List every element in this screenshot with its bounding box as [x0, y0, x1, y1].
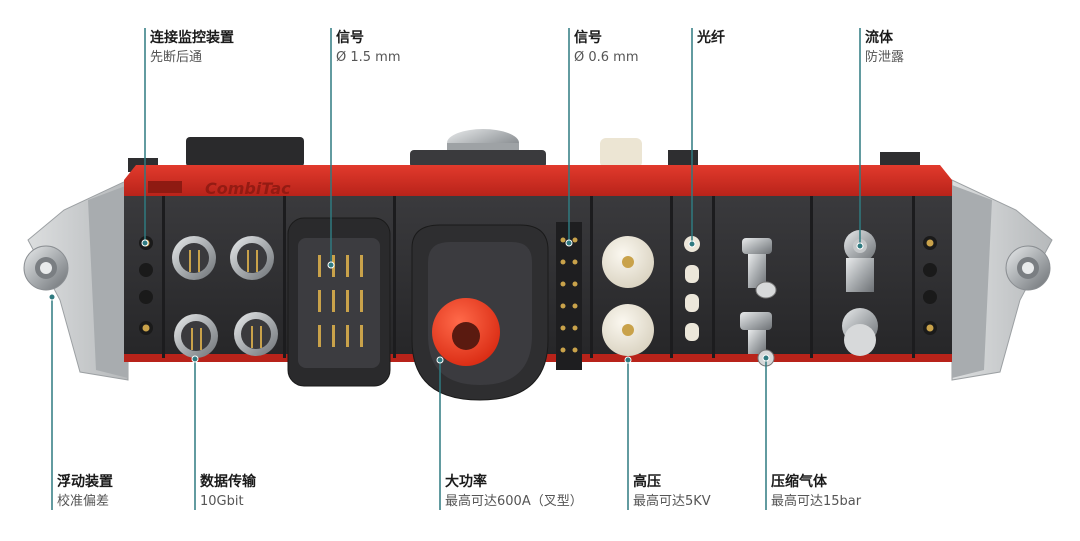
- callout-power: 大功率 最高可达600A（叉型）: [445, 472, 583, 512]
- signal-06-strip: [556, 222, 582, 370]
- callout-title: 连接监控装置: [150, 30, 234, 46]
- power-module: [411, 224, 549, 401]
- callout-subtitle: 防泄露: [865, 50, 905, 65]
- callout-subtitle: 最高可达5KV: [633, 494, 711, 509]
- monitor-pins-right: [923, 236, 937, 335]
- callout-title: 浮动装置: [57, 474, 113, 490]
- callout-title: 压缩气体: [771, 474, 827, 490]
- high-voltage-contacts: [602, 236, 654, 356]
- callout-subtitle: 最高可达600A（叉型）: [445, 494, 583, 509]
- callout-subtitle: 10Gbit: [200, 494, 244, 509]
- callout-floating: 浮动装置 校准偏差: [57, 472, 113, 512]
- callout-hv: 高压 最高可达5KV: [633, 472, 711, 512]
- callout-title: 数据传输: [200, 474, 256, 490]
- callout-subtitle: 最高可达15bar: [771, 494, 862, 509]
- callout-air: 压缩气体 最高可达15bar: [771, 472, 861, 512]
- callout-fiber: 光纤: [697, 28, 725, 48]
- callout-subtitle: 先断后通: [150, 50, 203, 65]
- callout-fluid: 流体 防泄露: [865, 28, 904, 68]
- leader-lines: [48, 28, 864, 510]
- callout-subtitle: Ø 0.6 mm: [574, 50, 639, 65]
- callout-title: 光纤: [697, 30, 725, 46]
- callout-subtitle: Ø 1.5 mm: [336, 50, 401, 65]
- top-block: [186, 137, 304, 167]
- callout-title: 大功率: [445, 474, 487, 490]
- callout-title: 信号: [574, 30, 602, 46]
- air-couplings: [740, 238, 777, 367]
- callout-monitor: 连接监控装置 先断后通: [150, 28, 234, 68]
- callout-signal-06: 信号 Ø 0.6 mm: [574, 28, 639, 68]
- callout-title: 信号: [336, 30, 364, 46]
- callout-title: 流体: [865, 30, 893, 46]
- data-coax-connectors: [172, 236, 278, 358]
- callout-signal-15: 信号 Ø 1.5 mm: [336, 28, 401, 68]
- callout-data: 数据传输 10Gbit: [200, 472, 256, 512]
- callout-title: 高压: [633, 474, 661, 490]
- top-cream-cylinder: [600, 138, 642, 168]
- signal-15-module: [287, 217, 391, 387]
- right-floating-bracket: [951, 179, 1053, 381]
- left-floating-bracket: [23, 179, 129, 381]
- brand-text: CombiTac: [205, 179, 291, 198]
- callout-subtitle: 校准偏差: [57, 494, 110, 509]
